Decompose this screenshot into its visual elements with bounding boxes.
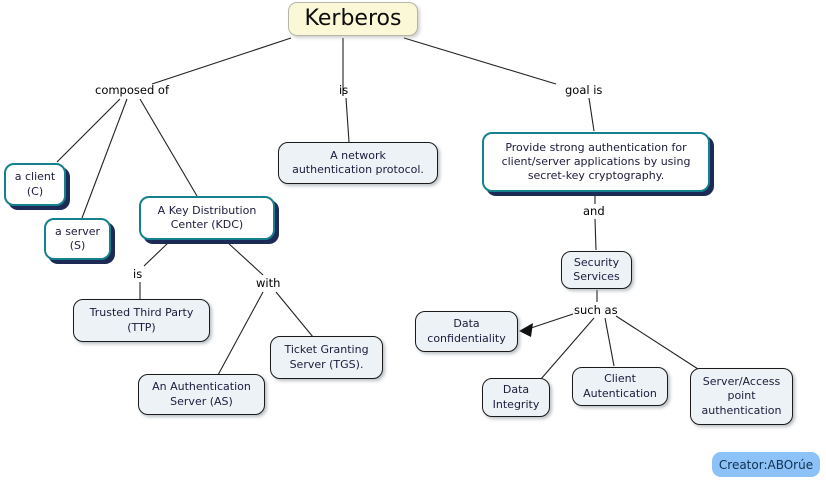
label-is-ttp: is: [133, 267, 143, 281]
node-kerberos-title[interactable]: Kerberos: [288, 2, 418, 36]
line-kerberos-goalis: [403, 37, 557, 85]
label-with: with: [256, 276, 281, 290]
node-kdc[interactable]: A Key Distribution Center (KDC): [139, 196, 275, 240]
line-suchas-integrity: [540, 317, 595, 380]
line-and-security: [594, 218, 597, 251]
line-suchas-serverauth: [615, 315, 699, 370]
label-composed-of: composed of: [95, 83, 170, 97]
node-data-integrity[interactable]: Data Integrity: [482, 378, 550, 417]
line-composedof-client: [56, 98, 121, 163]
node-client-autentication[interactable]: Client Autentication: [572, 367, 668, 406]
label-and: and: [583, 204, 605, 218]
line-with-as: [217, 291, 264, 376]
label-goal-is: goal is: [565, 83, 603, 97]
node-server-access-auth[interactable]: Server/Access point authentication: [690, 368, 793, 425]
node-ttp[interactable]: Trusted Third Party (TTP): [73, 299, 210, 342]
line-is-protocol: [345, 97, 350, 143]
line-with-tgs: [275, 291, 314, 338]
line-kdc-is: [143, 241, 170, 267]
arrowhead-confidentiality: [519, 323, 533, 337]
node-network-protocol[interactable]: A network authentication protocol.: [278, 142, 438, 184]
line-kdc-with: [226, 241, 264, 276]
node-goal[interactable]: Provide strong authentication for client…: [482, 132, 710, 192]
line-goalis-goal: [588, 97, 595, 132]
node-security-services[interactable]: Security Services: [561, 251, 632, 289]
node-auth-server[interactable]: An Authentication Server (AS): [138, 374, 265, 415]
line-composedof-server: [81, 98, 128, 219]
node-client[interactable]: a client (C): [4, 163, 66, 206]
line-kerberos-composedof: [151, 37, 292, 85]
line-suchas-clientauth: [604, 317, 615, 367]
label-is-protocol: is: [339, 83, 349, 97]
label-such-as: such as: [574, 303, 618, 317]
line-composedof-kdc: [139, 98, 198, 197]
node-server[interactable]: a server (S): [44, 218, 111, 260]
node-tgs[interactable]: Ticket Granting Server (TGS).: [270, 336, 383, 379]
node-data-confidentiality[interactable]: Data confidentiality: [415, 311, 518, 352]
line-suchas-confidentiality: [527, 313, 574, 330]
creator-badge: Creator:ABOrúe: [712, 452, 820, 477]
